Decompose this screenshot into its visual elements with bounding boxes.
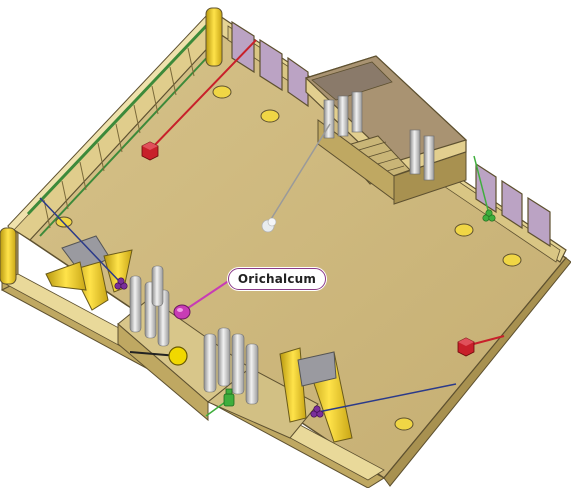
orichalcum-label: Orichalcum: [228, 268, 326, 290]
red-cube-icon[interactable]: [458, 338, 474, 356]
corner-post-left: [0, 228, 16, 284]
yellow-orb-marker[interactable]: [169, 347, 187, 365]
red-cube-icon[interactable]: [142, 142, 158, 160]
orichalcum-marker[interactable]: [174, 305, 190, 319]
corner-post-top: [206, 8, 222, 66]
